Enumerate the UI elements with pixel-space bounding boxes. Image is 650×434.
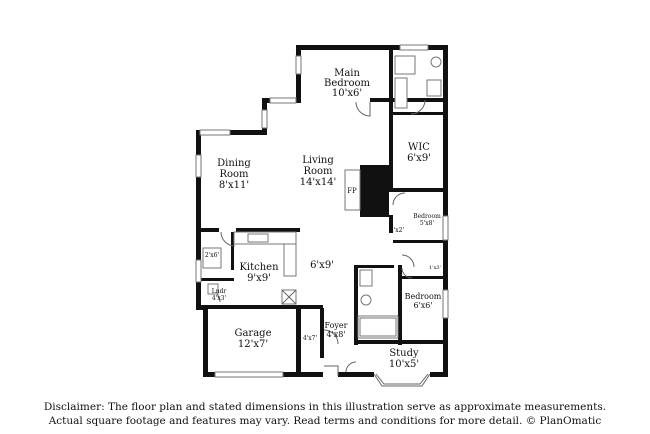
main-bedroom-label: Main xyxy=(334,68,360,79)
closet-2x2-dims: 2'x2' xyxy=(390,227,405,234)
laundry-dims: 4'x3' xyxy=(212,295,227,302)
dining-dims: 8'x11' xyxy=(219,180,249,191)
floor-plan: Main Bedroom 10'x6' WIC 6'x9' Dining Roo… xyxy=(195,44,449,387)
hall-dims: 6'x9' xyxy=(310,260,334,271)
bedroom-dims: 6'x6' xyxy=(413,301,432,310)
dining-label-2: Room xyxy=(219,169,249,180)
foyer-dims: 4'x8' xyxy=(326,330,345,339)
interior-walls xyxy=(201,50,448,358)
laundry-label: Lndr xyxy=(212,288,227,295)
fixtures xyxy=(202,55,442,339)
study-label: Study xyxy=(389,348,419,359)
foyer-label: Foyer xyxy=(324,321,347,330)
garage-dims: 12'x7' xyxy=(238,339,268,350)
disclaimer: Disclaimer: The floor plan and stated di… xyxy=(0,400,650,428)
closet-1x3-dims: 1'x3' xyxy=(429,265,441,271)
main-bedroom-label-2: Bedroom xyxy=(324,78,370,89)
disclaimer-line-2: Actual square footage and features may v… xyxy=(48,415,602,427)
wic-label: WIC xyxy=(408,142,430,153)
living-label-2: Room xyxy=(303,166,333,177)
fireplace-label: FP xyxy=(347,187,357,195)
bedroom-label: Bedroom xyxy=(405,292,442,301)
garage-label: Garage xyxy=(234,328,271,339)
windows-and-doors xyxy=(195,44,449,387)
disclaimer-line-1: Disclaimer: The floor plan and stated di… xyxy=(43,401,607,413)
pantry-dims: 2'x6' xyxy=(205,252,220,259)
dining-label: Dining xyxy=(217,158,251,169)
study-dims: 10'x5' xyxy=(389,359,419,370)
small-bedroom-label: Bedroom xyxy=(413,213,441,220)
room-labels: Main Bedroom 10'x6' WIC 6'x9' Dining Roo… xyxy=(205,68,442,370)
kitchen-dims: 9'x9' xyxy=(247,273,271,284)
main-bedroom-dims: 10'x6' xyxy=(332,88,362,99)
wic-dims: 6'x9' xyxy=(407,153,431,164)
closet-4x7-dims: 4'x7' xyxy=(303,335,318,342)
small-bedroom-dims: 5'x8' xyxy=(420,220,435,227)
living-dims: 14'x14' xyxy=(300,177,337,188)
living-label: Living xyxy=(302,155,334,166)
kitchen-label: Kitchen xyxy=(239,262,279,273)
